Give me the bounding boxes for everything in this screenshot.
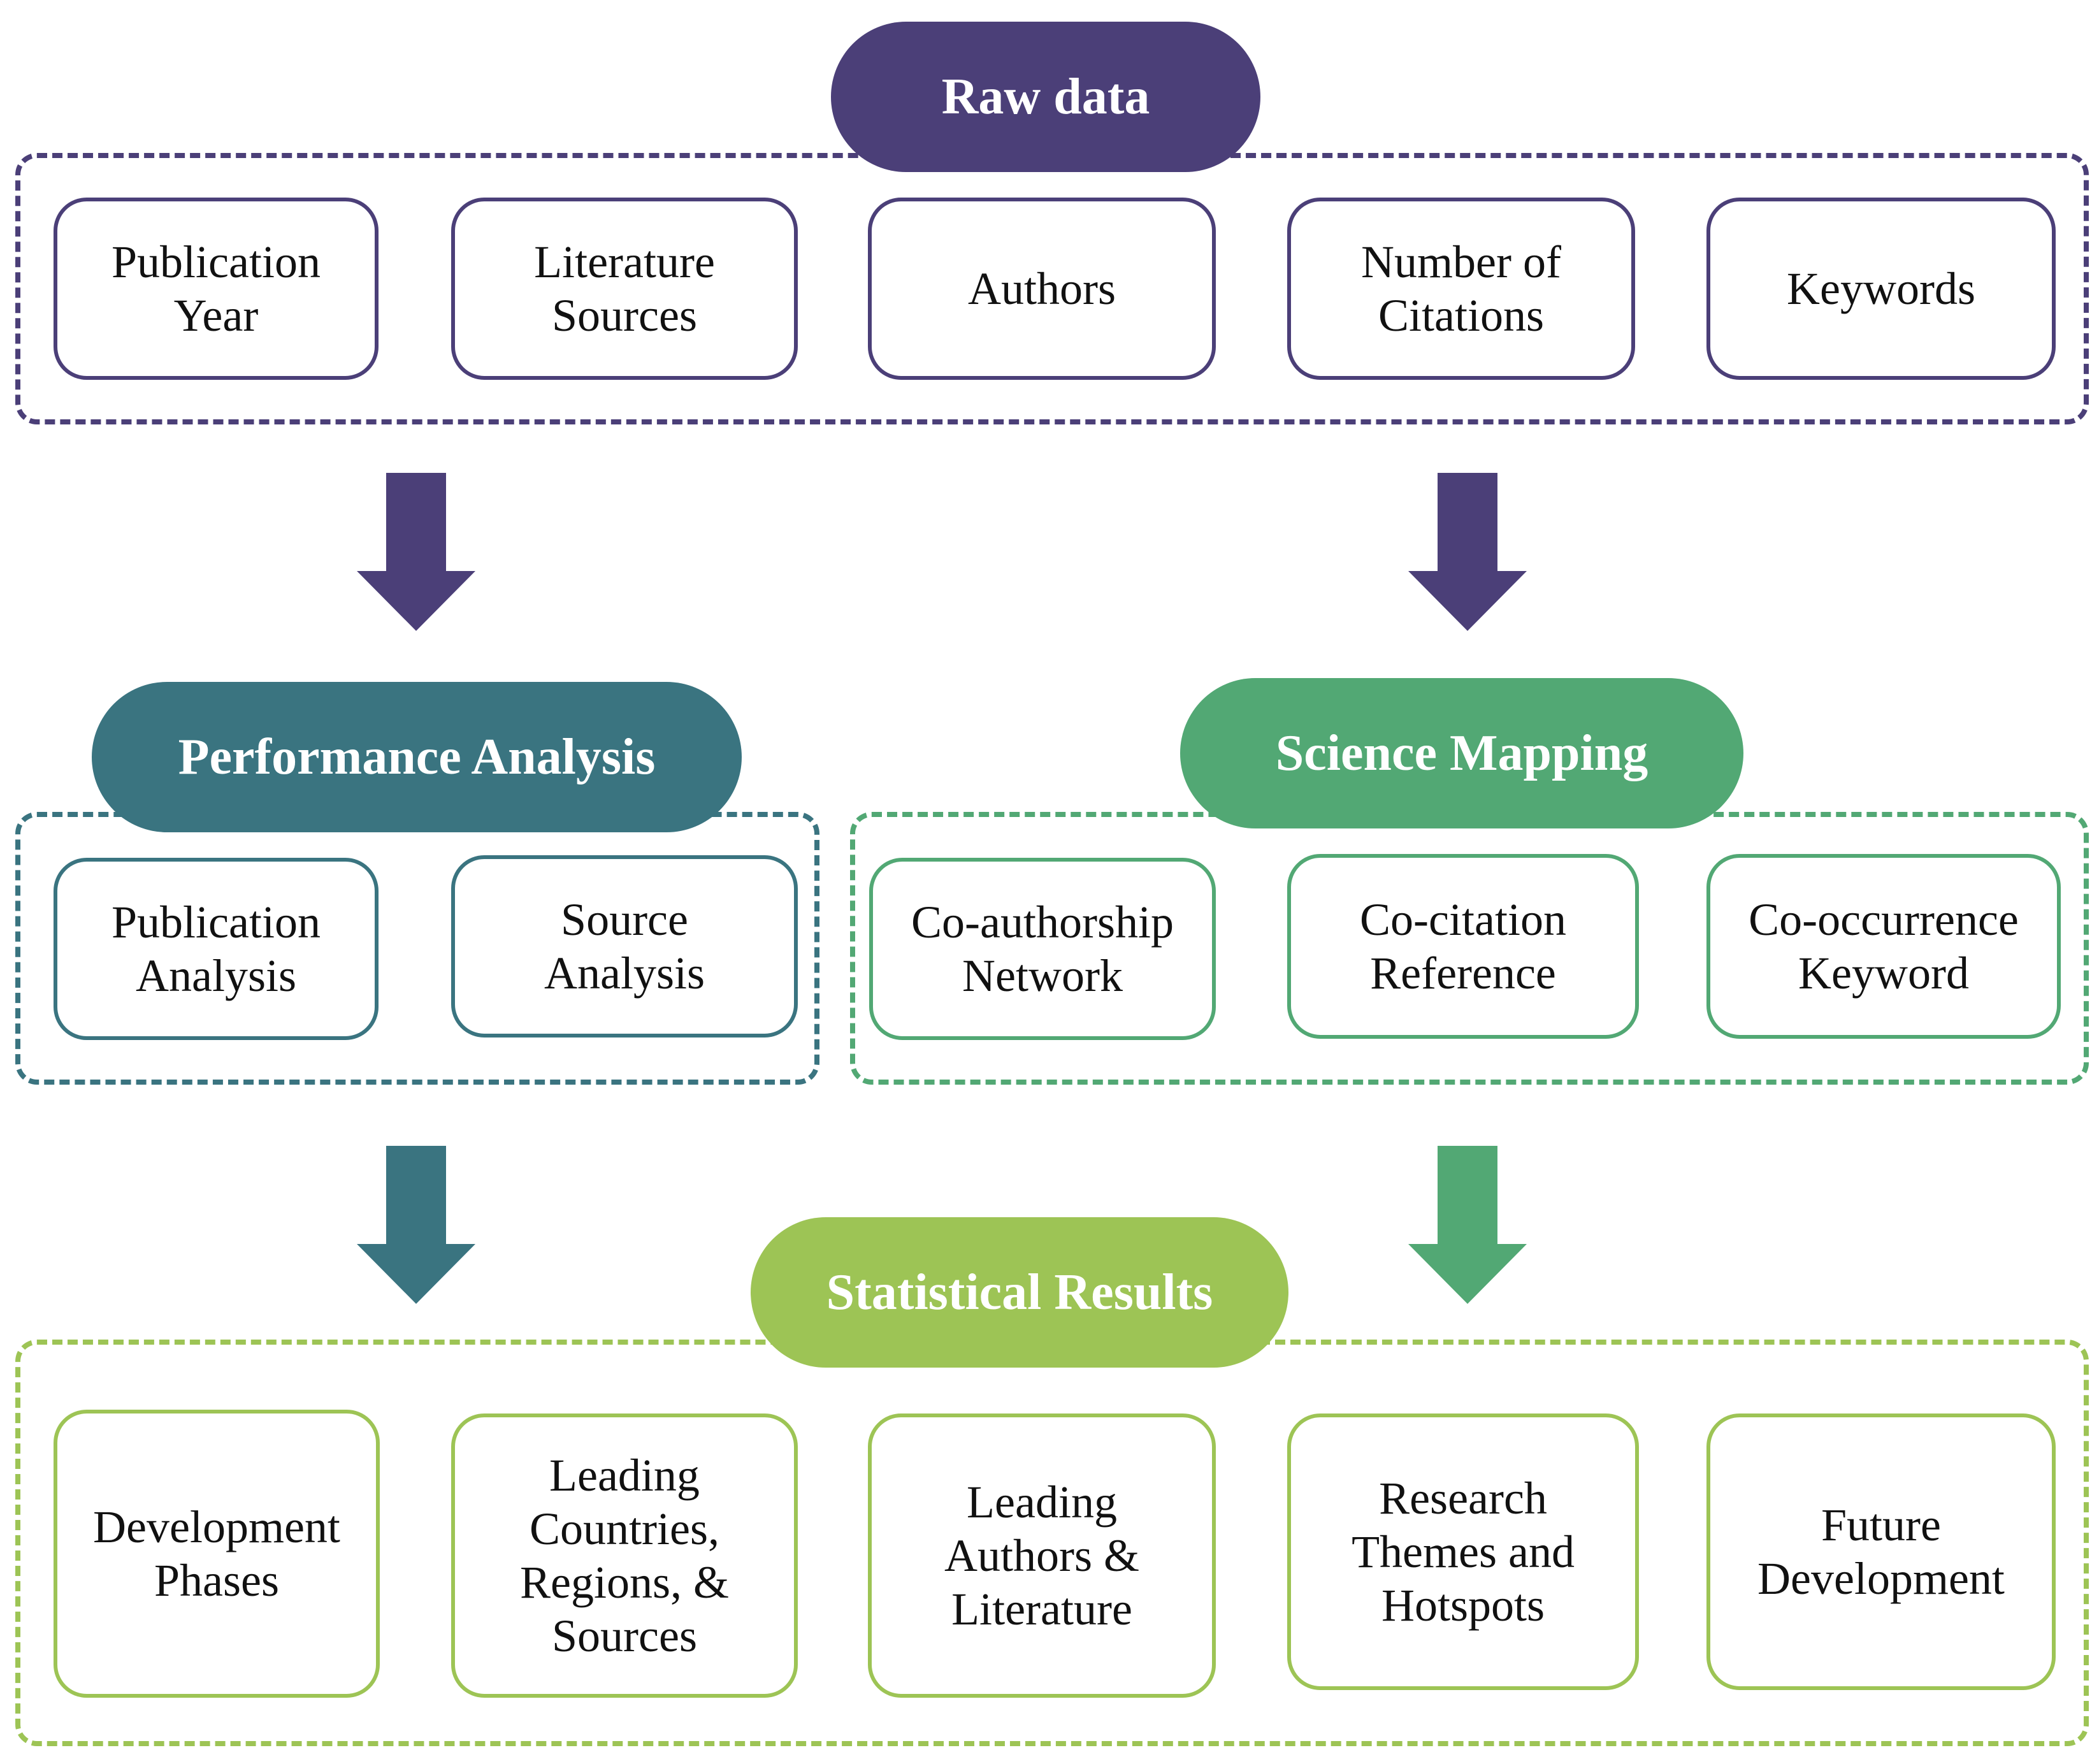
sci-item-cooccurrence-keyword: Co-occurrence Keyword — [1706, 854, 2061, 1039]
raw-item-literature-sources: Literature Sources — [451, 198, 798, 380]
raw-item-keywords: Keywords — [1706, 198, 2056, 380]
raw-data-title: Raw data — [831, 22, 1260, 172]
sci-item-cocitation-reference: Co-citation Reference — [1287, 854, 1639, 1039]
sci-item-coauthorship-network: Co-authorship Network — [869, 858, 1216, 1040]
perf-item-source-analysis: Source Analysis — [451, 855, 798, 1037]
performance-analysis-title: Performance Analysis — [92, 682, 742, 832]
perf-item-publication-analysis: Publication Analysis — [54, 858, 379, 1040]
raw-item-number-of-citations: Number of Citations — [1287, 198, 1635, 380]
raw-item-authors: Authors — [868, 198, 1216, 380]
arrow-down-icon — [357, 1146, 475, 1304]
stat-item-research-themes: Research Themes and Hotspots — [1287, 1413, 1639, 1690]
statistical-results-title: Statistical Results — [751, 1217, 1288, 1368]
stat-item-leading-authors: Leading Authors & Literature — [868, 1413, 1216, 1698]
arrow-down-icon — [357, 473, 475, 631]
stat-item-development-phases: Development Phases — [54, 1410, 380, 1698]
arrow-down-icon — [1408, 1146, 1527, 1304]
stat-item-future-development: Future Development — [1706, 1413, 2056, 1690]
arrow-down-icon — [1408, 473, 1527, 631]
science-mapping-title: Science Mapping — [1180, 678, 1743, 828]
stat-item-leading-countries: Leading Countries, Regions, & Sources — [451, 1413, 798, 1698]
raw-item-publication-year: Publication Year — [54, 198, 379, 380]
